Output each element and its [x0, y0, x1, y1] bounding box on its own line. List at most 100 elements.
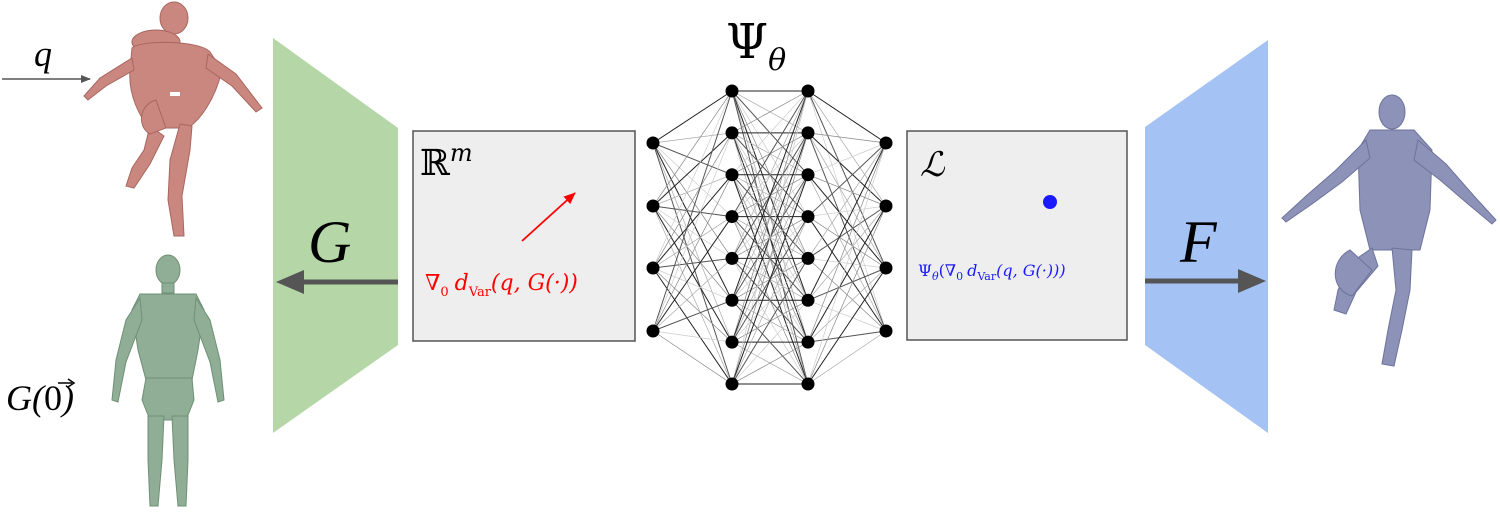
network-node [801, 210, 815, 224]
template-label: G(0) [6, 378, 74, 418]
network-node [725, 126, 739, 140]
network-node [801, 377, 815, 391]
decoder-f-trapezoid [1145, 40, 1268, 433]
network-connection [652, 258, 733, 332]
network-node [879, 261, 893, 275]
network-connection [652, 330, 733, 385]
network-node [801, 293, 815, 307]
network-connection [731, 90, 809, 385]
network-node [646, 136, 660, 150]
network-node [646, 261, 660, 275]
network-node [801, 251, 815, 265]
latent-point [1043, 195, 1057, 209]
target-space-label: ℒ [920, 147, 946, 184]
network-connection [807, 205, 887, 301]
network-connection [807, 267, 887, 343]
network-node [801, 126, 815, 140]
network-connection [652, 257, 733, 269]
network-connection [807, 132, 887, 144]
network-connection [652, 174, 733, 269]
network-connection [652, 90, 733, 332]
network-connection [652, 267, 733, 301]
template-label-vec-arrow [58, 378, 76, 388]
network-connection [807, 142, 887, 176]
network-connection [807, 205, 887, 217]
gradient-arrow [521, 192, 576, 242]
input-mesh [83, 1, 263, 237]
network-connection [807, 90, 887, 144]
network-connection [731, 90, 809, 134]
network-connection [652, 132, 733, 269]
network-connection [652, 142, 733, 176]
network-connection [731, 90, 809, 259]
network-connection [652, 216, 733, 332]
network-connection [731, 300, 809, 385]
network-connection [807, 132, 887, 207]
network-connection [652, 132, 733, 332]
network-label: Ψθ [726, 14, 786, 78]
network-connection [807, 299, 887, 332]
network-connection [652, 174, 733, 207]
network-connection [807, 330, 887, 343]
network-node [725, 335, 739, 349]
neural-network [646, 84, 893, 391]
network-connection [652, 216, 733, 269]
network-node [725, 251, 739, 265]
network-node [801, 84, 815, 98]
network-connection [807, 330, 887, 385]
network-connection [731, 174, 809, 385]
decoder-f-arrow [1145, 269, 1266, 293]
network-connection [731, 341, 809, 385]
decoder-g-arrow [276, 270, 398, 294]
network-node [646, 324, 660, 338]
network-connection [807, 205, 887, 343]
network-connection [731, 90, 809, 217]
network-connection [807, 90, 887, 207]
network-connection [807, 142, 887, 217]
network-connection [807, 267, 887, 385]
network-node [725, 210, 739, 224]
network-connection [652, 90, 733, 207]
network-node [725, 293, 739, 307]
network-connection [807, 205, 887, 385]
network-connections [652, 90, 887, 385]
network-connection [807, 174, 887, 207]
network-connection [807, 205, 887, 259]
latent-space-box [412, 130, 636, 342]
network-node [801, 168, 815, 182]
network-connection [652, 267, 733, 343]
network-node [725, 377, 739, 391]
network-connection [652, 267, 733, 385]
network-connection [652, 132, 733, 207]
network-connection [652, 299, 733, 332]
network-connection [652, 330, 733, 343]
network-connection [731, 132, 809, 385]
network-connection [652, 90, 733, 269]
output-mesh [1281, 94, 1497, 367]
network-node [879, 136, 893, 150]
network-connection [807, 142, 887, 301]
network-connection [807, 142, 887, 385]
network-node [725, 168, 739, 182]
network-connection [807, 267, 887, 301]
input-label: q [34, 34, 52, 74]
decoder-g-label: G [308, 209, 351, 275]
template-mesh [111, 254, 225, 507]
target-space-box [906, 130, 1128, 341]
network-connection [731, 258, 809, 385]
network-node [879, 324, 893, 338]
network-connection [731, 90, 809, 175]
network-connection [731, 216, 809, 385]
decoder-f-label: F [1179, 209, 1218, 275]
network-node [646, 199, 660, 213]
network-connection [652, 174, 733, 332]
network-connection [731, 90, 809, 343]
decoder-g-trapezoid [273, 38, 398, 433]
network-connection [807, 142, 887, 343]
network-connection [731, 90, 809, 301]
network-node [879, 199, 893, 213]
network-node [801, 335, 815, 349]
